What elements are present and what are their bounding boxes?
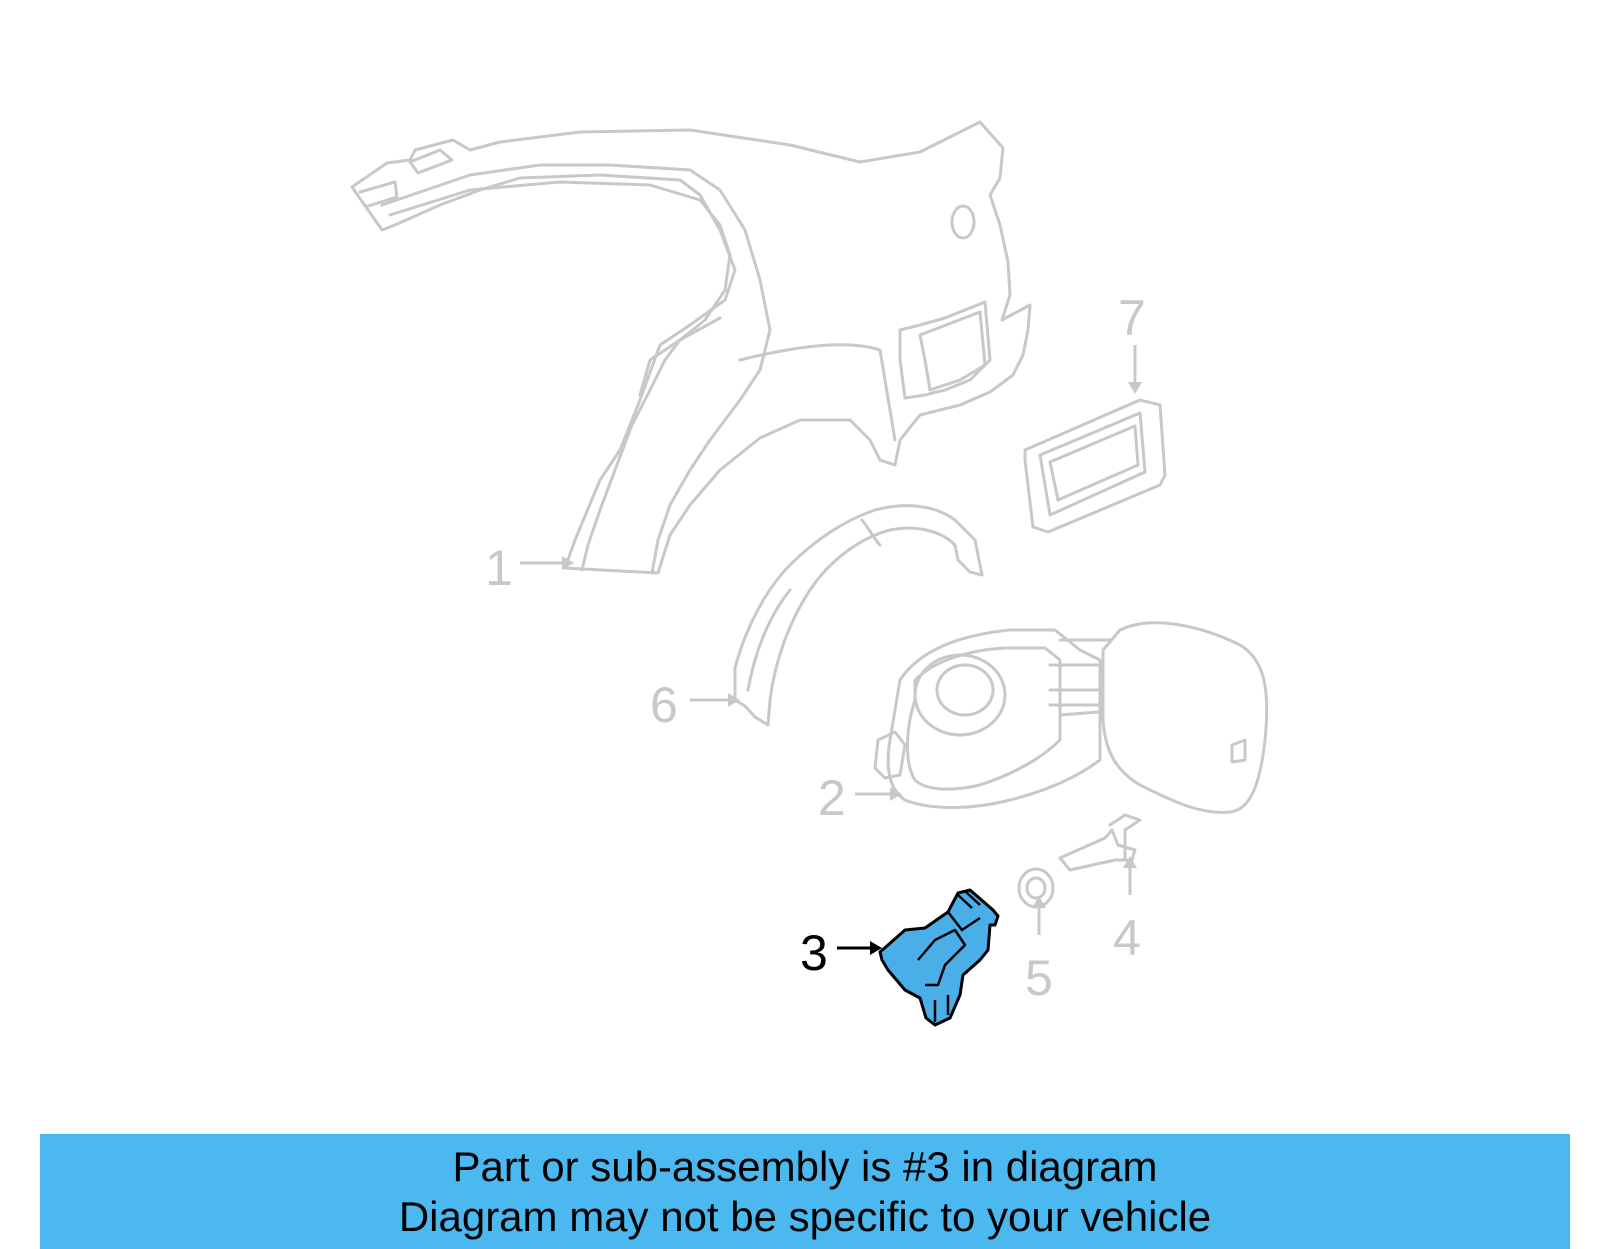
callout-6[interactable]: 6 xyxy=(650,677,678,733)
part-6-wheel-liner xyxy=(733,504,984,727)
leader-5-arrowhead xyxy=(1032,896,1046,908)
leader-4-arrowhead xyxy=(1123,856,1137,868)
callout-2[interactable]: 2 xyxy=(818,770,846,826)
part-3-actuator-highlighted[interactable] xyxy=(878,888,1000,1027)
part-7-housing xyxy=(1023,398,1167,534)
leader-1-arrowhead xyxy=(562,556,574,570)
callout-1[interactable]: 1 xyxy=(485,540,513,596)
callout-3[interactable]: 3 xyxy=(800,925,828,981)
leader-6-arrowhead xyxy=(728,693,740,707)
banner-line-1: Part or sub-assembly is #3 in diagram xyxy=(452,1142,1158,1190)
leader-7-arrowhead xyxy=(1128,382,1142,394)
banner-line-2: Diagram may not be specific to your vehi… xyxy=(398,1192,1212,1240)
info-banner: Part or sub-assembly is #3 in diagram Di… xyxy=(40,1134,1570,1249)
leader-3-arrowhead xyxy=(870,941,882,955)
leader-2-arrowhead xyxy=(890,787,902,801)
callout-4[interactable]: 4 xyxy=(1113,910,1141,966)
part-2-fuel-door xyxy=(873,621,1269,814)
part-4-clip xyxy=(1058,813,1142,872)
callout-7[interactable]: 7 xyxy=(1118,290,1146,346)
callout-5[interactable]: 5 xyxy=(1025,950,1053,1006)
part-1-quarter-panel xyxy=(350,120,1032,575)
